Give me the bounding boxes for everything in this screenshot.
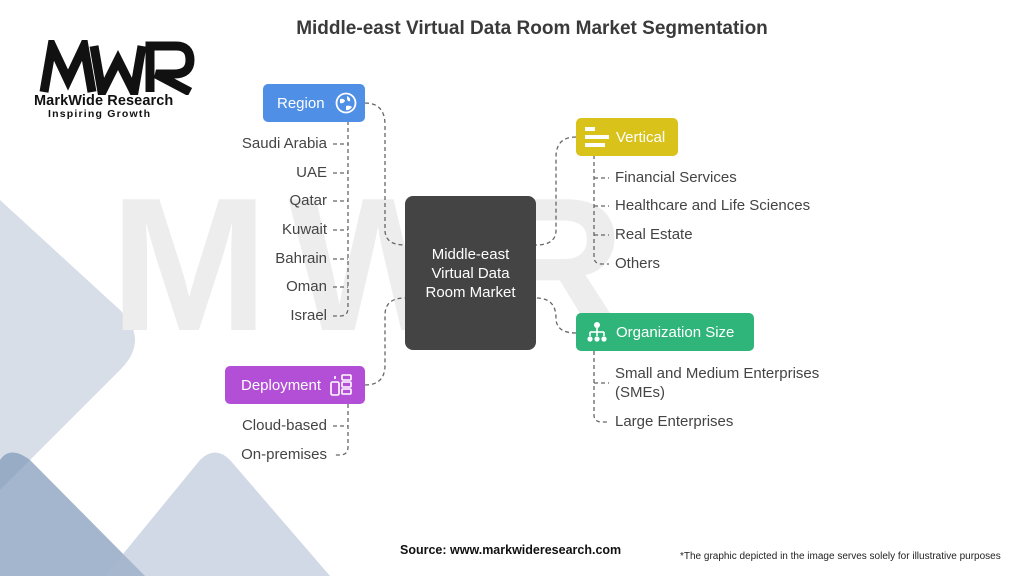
list-item: Bahrain: [275, 250, 327, 267]
list-item: Large Enterprises: [615, 413, 734, 430]
center-node: Middle-east Virtual Data Room Market: [405, 196, 536, 350]
org-size-label: Organization Size: [616, 323, 735, 341]
vertical-label: Vertical: [616, 128, 666, 146]
list-item: Cloud-based: [241, 417, 327, 434]
watermark: MWR: [110, 159, 645, 371]
list-item: Oman: [286, 278, 327, 295]
region-category: Region: [263, 84, 365, 122]
list-item: Small and Medium Enterprises (SMEs): [615, 365, 820, 401]
list-bars-icon: [584, 124, 610, 150]
list-item: Saudi Arabia: [241, 135, 327, 152]
region-label: Region: [277, 94, 325, 112]
list-item: Israel: [290, 307, 327, 324]
globe-icon: [335, 92, 357, 114]
list-item: Qatar: [289, 192, 327, 209]
list-item: Financial Services: [615, 169, 737, 186]
center-label: Middle-east Virtual Data Room Market: [425, 245, 516, 301]
list-item: Healthcare and Life Sciences: [615, 197, 811, 214]
deployment-category: Deployment: [225, 366, 365, 404]
org-size-category: Organization Size: [576, 313, 754, 351]
disclaimer-note: *The graphic depicted in the image serve…: [680, 551, 1001, 562]
page-title: Middle-east Virtual Data Room Market Seg…: [296, 18, 768, 39]
markwide-logo: MarkWide Research Inspiring Growth: [28, 40, 208, 122]
list-item: Others: [615, 255, 661, 272]
mwr-logo-mark: [39, 40, 195, 95]
logo-tagline: Inspiring Growth: [48, 108, 152, 120]
list-item: Real Estate: [615, 226, 693, 243]
list-item: Kuwait: [281, 221, 327, 238]
hierarchy-icon: [586, 321, 608, 343]
list-item: On-premises: [241, 446, 327, 463]
source-credit: Source: www.markwideresearch.com: [400, 543, 622, 557]
deployment-label: Deployment: [241, 376, 322, 394]
list-item: UAE: [296, 164, 327, 181]
vertical-category: Vertical: [576, 118, 678, 156]
logo-name: MarkWide Research: [34, 93, 174, 109]
devices-icon: [329, 373, 353, 397]
